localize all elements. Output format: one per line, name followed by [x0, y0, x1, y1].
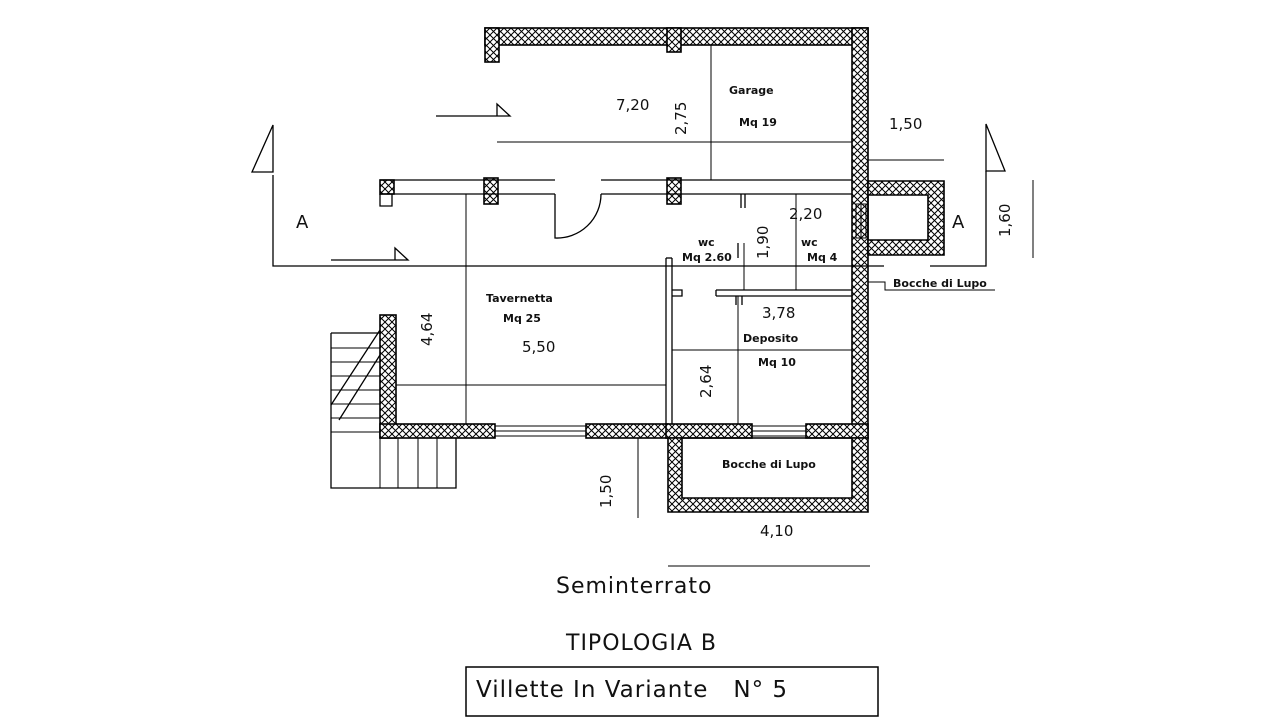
typology-title: TIPOLOGIA B: [565, 631, 717, 656]
dim-264: 2,64: [697, 365, 715, 398]
wc2-area: Mq 4: [807, 251, 838, 264]
dim-720: 7,20: [616, 96, 649, 114]
bocche-lower-label: Bocche di Lupo: [722, 458, 816, 471]
tavernetta-label: Tavernetta: [486, 292, 553, 305]
dim-275: 2,75: [672, 102, 690, 135]
deposito-label: Deposito: [743, 332, 799, 345]
staircase: [330, 329, 457, 489]
dim-160: 1,60: [996, 204, 1014, 237]
project-title: Villette In Variante N° 5: [476, 677, 788, 703]
walls: [379, 27, 945, 513]
garage-area: Mq 19: [739, 116, 777, 129]
dim-550: 5,50: [522, 338, 555, 356]
pillar-mid: [666, 177, 682, 205]
left-wall: [379, 314, 397, 439]
dim-150-top: 1,50: [889, 115, 922, 133]
bottom-wall-right: [665, 423, 753, 439]
dim-464: 4,64: [418, 313, 436, 346]
dimension-lines: [396, 45, 1034, 567]
section-label-left: A: [296, 212, 309, 233]
garage-top-pillar: [666, 27, 682, 53]
dim-190: 1,90: [754, 226, 772, 259]
floor-title: Seminterrato: [556, 574, 712, 599]
dim-410: 4,10: [760, 522, 793, 540]
title-frame: [465, 666, 879, 717]
wc1-area: Mq 2.60: [682, 251, 732, 264]
section-markers: [250, 102, 1006, 267]
bottom-wall-end: [805, 423, 869, 439]
bottom-wall-mid: [585, 423, 669, 439]
deposito-area: Mq 10: [758, 356, 796, 369]
dim-150-bottom: 1,50: [597, 475, 615, 508]
bottom-wall-left: [379, 423, 496, 439]
pillar-mid-left: [483, 177, 499, 205]
lower-lightwell-wall: [667, 437, 869, 513]
pillar-left: [379, 179, 395, 195]
wc2-label: wc: [801, 236, 818, 249]
wc1-label: wc: [698, 236, 715, 249]
bocche-right-label: Bocche di Lupo: [893, 277, 987, 290]
garage-top-stub: [484, 27, 500, 63]
tavernetta-area: Mq 25: [503, 312, 541, 325]
section-label-right: A: [952, 212, 965, 233]
partition-lines: [379, 179, 867, 437]
dim-220: 2,20: [789, 205, 822, 223]
garage-label: Garage: [729, 84, 774, 97]
right-lightwell-wall: [867, 180, 945, 256]
dim-378: 3,78: [762, 304, 795, 322]
